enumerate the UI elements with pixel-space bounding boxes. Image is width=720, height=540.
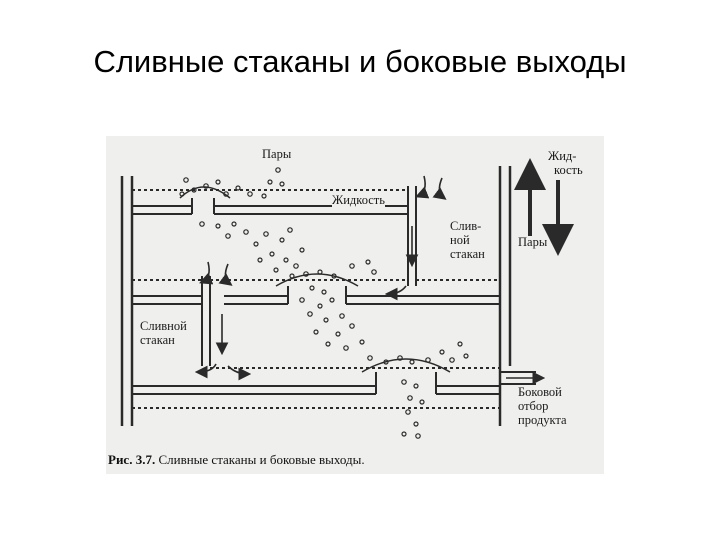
flow-arrow-5 (218, 263, 233, 286)
label-liquid: Жидкость (332, 193, 385, 207)
column-drawing (120, 158, 574, 439)
flow-arrow-2 (432, 177, 447, 200)
label-liquid-side-1: Жид- (548, 149, 577, 163)
tray-1 (132, 186, 417, 286)
label-side-draw-2: отбор (518, 399, 549, 413)
label-vapors-side: Пары (518, 235, 548, 249)
vapor-bubbles (179, 167, 469, 439)
flow-arrow-6 (194, 363, 217, 379)
label-liquid-side-2: кость (554, 163, 583, 177)
label-vapors-top: Пары (262, 147, 292, 161)
label-downcomer-right-2: ной (450, 233, 470, 247)
label-side-draw-1: Боковой (518, 385, 562, 399)
flow-arrow-3 (384, 285, 407, 301)
flow-arrow-4 (199, 261, 214, 285)
label-downcomer-left-2: стакан (140, 333, 175, 347)
label-side-draw-3: продукта (518, 413, 567, 427)
tray-2 (132, 276, 500, 366)
caption-number: Рис. 3.7. (108, 452, 156, 467)
slide-title: Сливные стаканы и боковые выходы (93, 44, 627, 79)
flow-arrow-7 (227, 365, 252, 381)
label-downcomer-right-1: Слив- (450, 219, 482, 233)
side-draw-pipe (500, 371, 536, 385)
column-diagram: Пары Жидкость Жид- кость Пары Слив- ной … (106, 136, 604, 474)
tray-3 (132, 367, 500, 409)
label-downcomer-left-1: Сливной (140, 319, 187, 333)
caption-text: Сливные стаканы и боковые выходы. (158, 452, 365, 467)
label-downcomer-right-3: стакан (450, 247, 485, 261)
figure-caption: Рис. 3.7. Сливные стаканы и боковые выхо… (108, 452, 365, 468)
flow-arrow-1 (415, 175, 430, 199)
